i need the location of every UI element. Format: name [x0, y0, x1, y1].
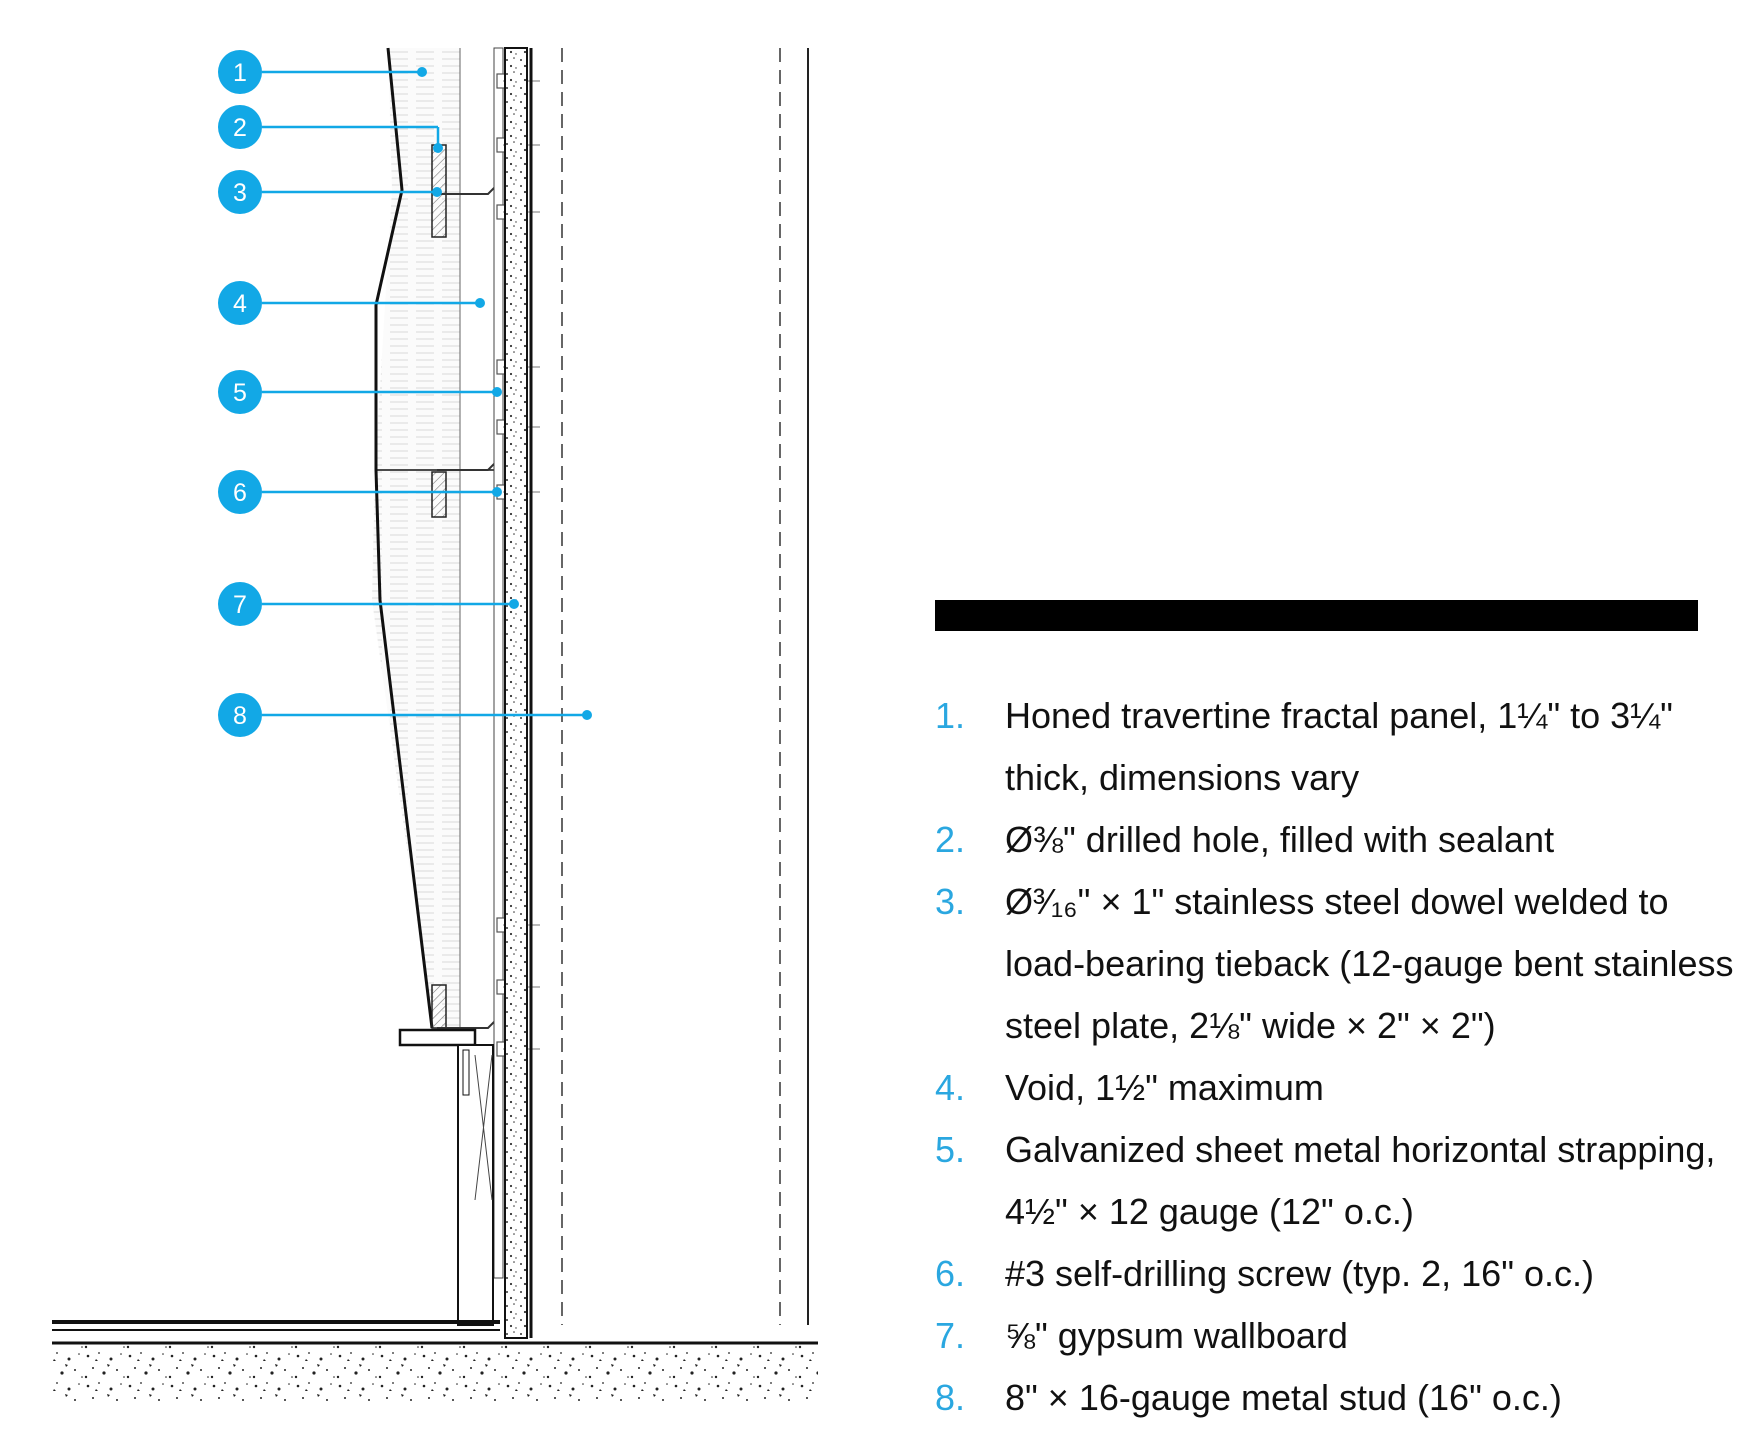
legend-text: 8" × 16-gauge metal stud (16" o.c.): [1005, 1377, 1562, 1418]
callout-target-7: [509, 599, 519, 609]
callout-bubble-7: [218, 582, 262, 626]
callout-number-7: 7: [233, 591, 247, 619]
legend-item-5: 5. Galvanized sheet metal horizontal str…: [935, 1119, 1735, 1243]
callout-target-5: [492, 387, 502, 397]
callout-number-1: 1: [233, 59, 247, 87]
dowel-middle: [431, 471, 447, 518]
legend-number: 5.: [935, 1129, 966, 1170]
legend-item-8: 8. 8" × 16-gauge metal stud (16" o.c.): [935, 1367, 1735, 1429]
legend-text: Honed travertine fractal panel, 1¼" to 3…: [1005, 695, 1673, 798]
legend-text: Galvanized sheet metal horizontal strapp…: [1005, 1129, 1716, 1232]
callout-target-8: [582, 710, 592, 720]
concrete-slab: [52, 1345, 818, 1401]
legend-text: Ø⅜" drilled hole, filled with sealant: [1005, 819, 1555, 860]
legend-text: Ø³⁄₁₆" × 1" stainless steel dowel welded…: [1005, 881, 1734, 1046]
legend-item-3: 3. Ø³⁄₁₆" × 1" stainless steel dowel wel…: [935, 871, 1735, 1057]
legend-text: Void, 1½" maximum: [1005, 1067, 1324, 1108]
callout-number-6: 6: [233, 479, 247, 507]
callout-bubble-2: [218, 105, 262, 149]
callout-target-1: [417, 67, 427, 77]
legend-header-bar: [935, 600, 1698, 631]
callout-target-3: [432, 187, 442, 197]
legend-list: 1. Honed travertine fractal panel, 1¼" t…: [935, 685, 1735, 1429]
legend-item-1: 1. Honed travertine fractal panel, 1¼" t…: [935, 685, 1735, 809]
callout-bubble-4: [218, 281, 262, 325]
base-shim: [462, 1049, 470, 1096]
callout-number-3: 3: [233, 179, 247, 207]
legend-text: ⅝" gypsum wallboard: [1005, 1315, 1348, 1356]
callout-number-4: 4: [233, 290, 247, 318]
callout-bubble-8: [218, 693, 262, 737]
callout-target-2: [433, 143, 443, 153]
legend-number: 4.: [935, 1067, 966, 1108]
travertine-panel: [372, 48, 460, 1028]
legend-item-4: 4. Void, 1½" maximum: [935, 1057, 1735, 1119]
callout-bubble-3: [218, 170, 262, 214]
legend-number: 3.: [935, 881, 966, 922]
callout-number-2: 2: [233, 114, 247, 142]
callout-bubble-6: [218, 470, 262, 514]
dowel-bottom: [431, 984, 447, 1029]
legend-item-2: 2. Ø⅜" drilled hole, filled with sealant: [935, 809, 1735, 871]
base-trim: [398, 1028, 477, 1047]
legend-number: 1.: [935, 695, 966, 736]
legend-number: 7.: [935, 1315, 966, 1356]
callout-number-5: 5: [233, 379, 247, 407]
legend-number: 8.: [935, 1377, 966, 1418]
callout-target-4: [475, 298, 485, 308]
callout-bubble-1: [218, 50, 262, 94]
strapping: [493, 47, 504, 1279]
callout-bubble-5: [218, 370, 262, 414]
legend-number: 6.: [935, 1253, 966, 1294]
callout-number-8: 8: [233, 702, 247, 730]
legend-text: #3 self-drilling screw (typ. 2, 16" o.c.…: [1005, 1253, 1594, 1294]
panel-outer-face: [374, 47, 434, 1029]
legend-item-7: 7. ⅝" gypsum wallboard: [935, 1305, 1735, 1367]
legend-number: 2.: [935, 819, 966, 860]
blocking-cross: [474, 1054, 493, 1201]
gypsum-wallboard: [504, 47, 528, 1339]
legend-item-6: 6. #3 self-drilling screw (typ. 2, 16" o…: [935, 1243, 1735, 1305]
callout-target-6: [492, 487, 502, 497]
